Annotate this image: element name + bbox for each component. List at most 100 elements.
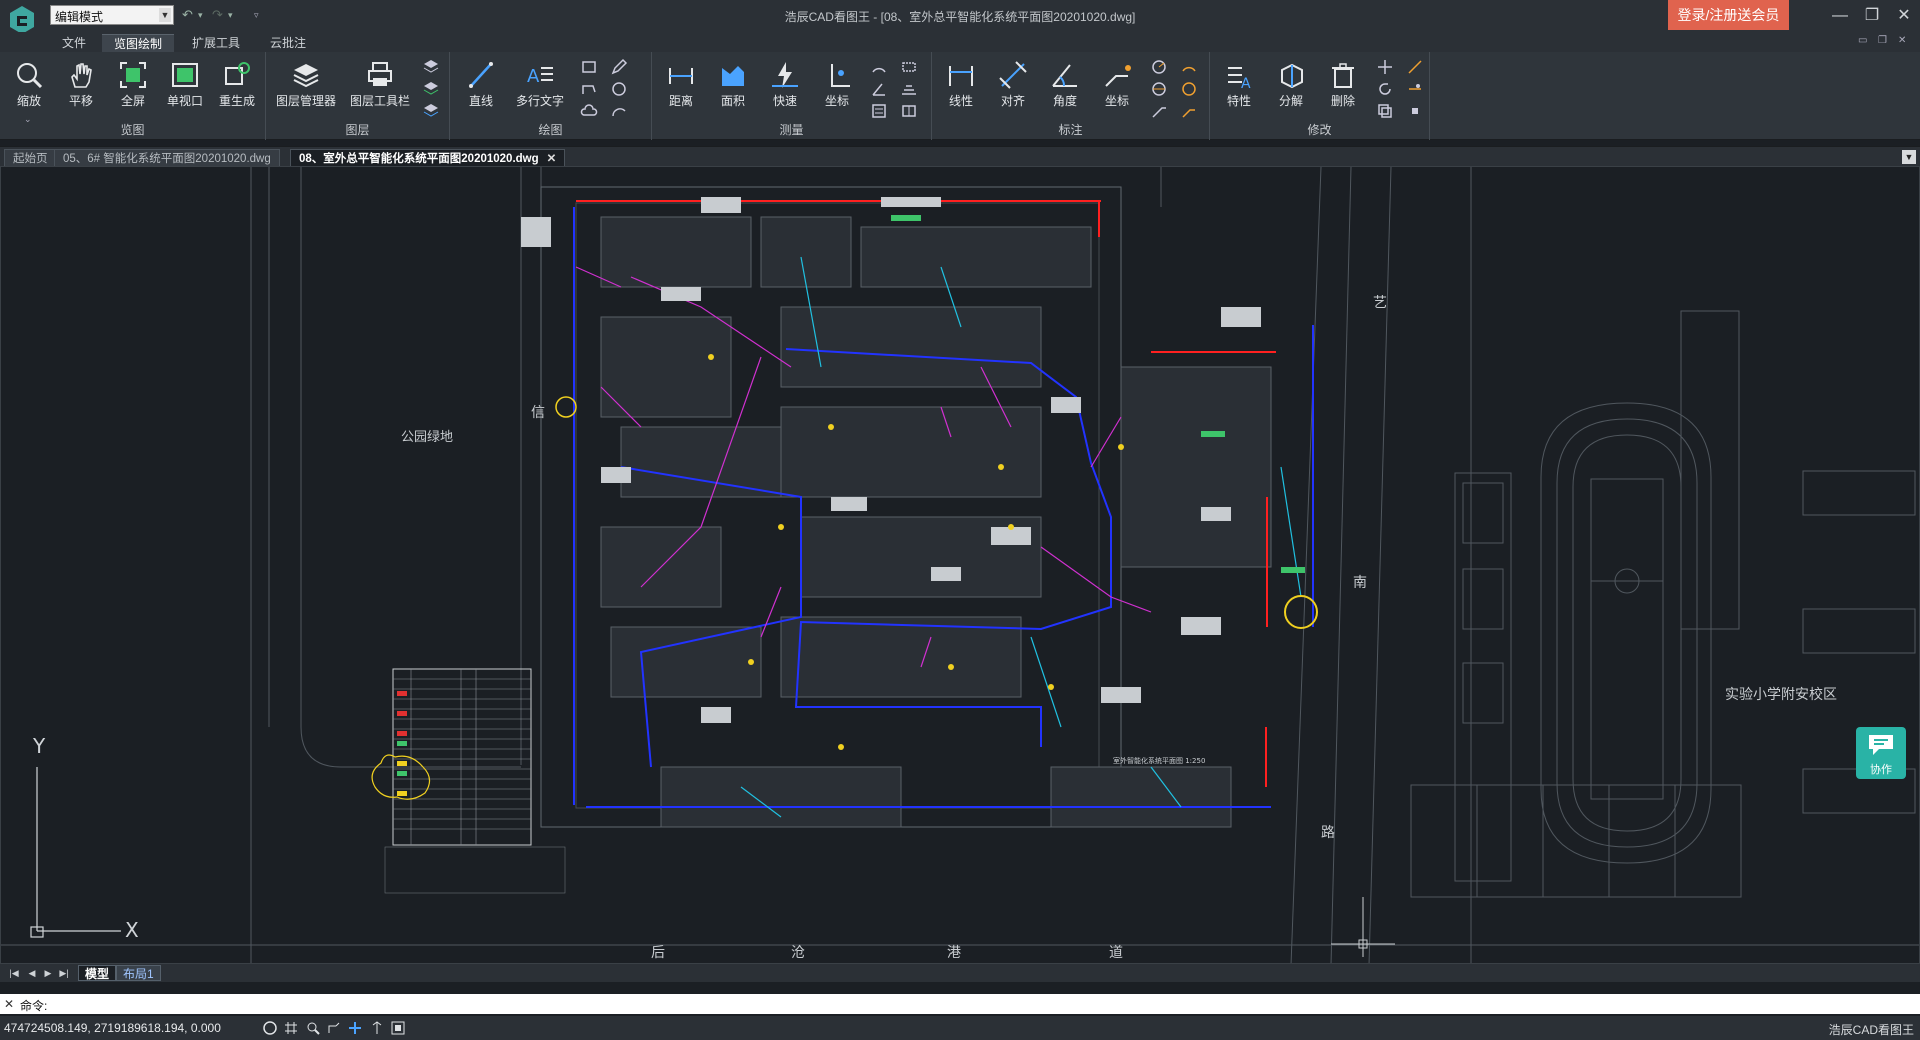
close-icon[interactable]: ✕ — [1897, 7, 1911, 24]
line-button[interactable]: 直线 — [458, 58, 504, 114]
measure-distance-button[interactable]: 距离 — [658, 58, 704, 114]
dim-radius-icon[interactable] — [1150, 58, 1168, 76]
minimize-icon[interactable]: — — [1832, 7, 1848, 24]
login-register-button[interactable]: 登录/注册送会员 — [1668, 0, 1789, 30]
undo-icon[interactable]: ↶ — [182, 7, 193, 22]
coordinate-icon — [831, 64, 850, 87]
road-char-xin: 信 — [531, 405, 545, 421]
svg-text:A: A — [1241, 76, 1251, 90]
trim-icon[interactable] — [1406, 80, 1424, 98]
undo-dropdown-icon[interactable]: ▾ — [198, 10, 203, 20]
measure-coordinate-button[interactable]: 坐标 — [814, 58, 860, 114]
zoom-dropdown-icon[interactable]: ⌄ — [24, 114, 32, 124]
layer-state-icon[interactable] — [422, 58, 440, 76]
dim-aligned-button[interactable]: 对齐 — [990, 58, 1036, 114]
measure-batch-icon[interactable] — [900, 80, 918, 98]
measure-perimeter-icon[interactable] — [900, 58, 918, 76]
prev-layout-icon[interactable]: ◀ — [28, 968, 36, 978]
single-viewport-button[interactable]: 单视口 — [162, 58, 208, 114]
fullscreen-button[interactable]: 全屏 — [110, 58, 156, 114]
dim-multileader-icon[interactable] — [1180, 102, 1198, 120]
quick-access-customize-icon[interactable]: ▿ — [254, 10, 259, 20]
layer-off-icon[interactable] — [422, 102, 440, 120]
redo-dropdown-icon[interactable]: ▾ — [228, 10, 233, 20]
next-layout-icon[interactable]: ▶ — [44, 968, 52, 978]
first-layout-icon[interactable]: |◀ — [9, 968, 19, 978]
ribbon-restore-icon[interactable]: ❐ — [1878, 35, 1887, 46]
chevron-down-icon[interactable]: ▼ — [159, 8, 171, 22]
tab-drawing-05[interactable]: 05、6# 智能化系统平面图20201020.dwg — [54, 149, 280, 167]
pencil-icon[interactable] — [610, 58, 628, 76]
measure-table-icon[interactable] — [900, 102, 918, 120]
menu-extend-tools[interactable]: 扩展工具 — [192, 36, 241, 50]
dim-diameter-icon[interactable] — [1150, 80, 1168, 98]
tab-drawing-08[interactable]: 08、室外总平智能化系统平面图20201020.dwg✕ — [290, 149, 566, 167]
tab-list-dropdown-icon[interactable]: ▼ — [1902, 150, 1916, 164]
dim-coordinate-button[interactable]: 坐标 — [1094, 58, 1140, 114]
zoom-button[interactable]: 缩放 — [6, 58, 52, 114]
last-layout-icon[interactable]: ▶| — [59, 968, 69, 978]
redo-icon[interactable]: ↷ — [212, 7, 223, 22]
menu-view-draw[interactable]: 览图绘制 — [102, 34, 175, 52]
measure-arc-icon[interactable] — [870, 58, 888, 76]
close-command-icon[interactable]: ✕ — [4, 997, 15, 1011]
osnap-icon[interactable] — [347, 1020, 363, 1036]
close-tab-icon[interactable]: ✕ — [546, 153, 557, 165]
layout-tab-model[interactable]: 模型 — [78, 965, 117, 981]
pan-button[interactable]: 平移 — [58, 58, 104, 114]
zoom-status-icon[interactable] — [305, 1020, 321, 1036]
dim-arc-icon[interactable] — [1180, 58, 1198, 76]
tab-start-page[interactable]: 起始页 — [4, 149, 57, 167]
restore-icon[interactable]: ❐ — [1864, 7, 1880, 24]
rectangle-icon[interactable] — [580, 58, 598, 76]
tab-05-label: 05、6# 智能化系统平面图20201020.dwg — [63, 153, 271, 165]
dim-linear-button[interactable]: 线性 — [938, 58, 984, 114]
polyline-icon[interactable] — [580, 80, 598, 98]
snap-icon[interactable] — [262, 1020, 278, 1036]
dim-angle-button[interactable]: 角度 — [1042, 58, 1088, 114]
collaborate-button[interactable]: 协作 — [1856, 727, 1906, 779]
menu-file[interactable]: 文件 — [62, 36, 87, 50]
point-icon[interactable] — [1406, 102, 1424, 120]
measure-list-icon[interactable] — [870, 102, 888, 120]
copy-icon[interactable] — [1376, 102, 1394, 120]
ribbon-close-icon[interactable]: ✕ — [1898, 35, 1907, 46]
layer-toolbar-button[interactable]: 图层工具栏 — [348, 58, 412, 114]
drawing-canvas[interactable]: Y X 公园绿地 实验小学附安校区 南 艺 路 信 后 沧 港 道 室外智能化系… — [0, 166, 1920, 964]
measure-quick-button[interactable]: 快速 — [762, 58, 808, 114]
ortho-icon[interactable] — [326, 1020, 342, 1036]
layout-tab-layout1[interactable]: 布局1 — [116, 965, 161, 981]
menu-bar: 文件 览图绘制 扩展工具 云批注 ▭ ❐ ✕ — [0, 32, 1920, 52]
layer-manager-button[interactable]: 图层管理器 — [274, 58, 338, 114]
polar-icon[interactable] — [369, 1020, 385, 1036]
measure-angle-icon[interactable] — [870, 80, 888, 98]
dim-leader-icon[interactable] — [1150, 102, 1168, 120]
fullscreen-label: 全屏 — [120, 94, 145, 108]
arc-icon[interactable] — [610, 102, 628, 120]
properties-button[interactable]: A 特性 — [1216, 58, 1262, 114]
legend-table — [371, 668, 566, 894]
measure-area-button[interactable]: 面积 — [710, 58, 756, 114]
mtext-button[interactable]: A 多行文字 — [510, 58, 570, 114]
move-icon[interactable] — [1376, 58, 1394, 76]
ribbon-minimize-icon[interactable]: ▭ — [1858, 35, 1868, 46]
circle-icon[interactable] — [610, 80, 628, 98]
grid-icon[interactable] — [283, 1020, 299, 1036]
explode-button[interactable]: 分解 — [1268, 58, 1314, 114]
dim-continue-icon[interactable] — [1180, 80, 1198, 98]
ribbon-group-dimension: 线性 对齐 角度 坐标 标注 — [932, 52, 1210, 140]
area-label: 面积 — [720, 94, 745, 108]
ribbon-group-modify: A 特性 分解 删除 修改 — [1210, 52, 1430, 140]
stretch-icon[interactable] — [1406, 58, 1424, 76]
menu-cloud-annotate[interactable]: 云批注 — [270, 36, 307, 50]
cad-drawing[interactable]: Y X 公园绿地 实验小学附安校区 南 艺 路 信 后 沧 港 道 室外智能化系… — [1, 167, 1920, 964]
delete-button[interactable]: 删除 — [1320, 58, 1366, 114]
command-line[interactable]: ✕ 命令: — [0, 994, 1920, 1014]
fullscreen-status-icon[interactable] — [390, 1020, 406, 1036]
rotate-icon[interactable] — [1376, 80, 1394, 98]
label-school: 实验小学附安校区 — [1725, 686, 1837, 703]
cloud-icon[interactable] — [580, 102, 598, 120]
mode-select[interactable]: 编辑模式 ▼ — [50, 5, 174, 25]
regen-button[interactable]: 重生成 — [214, 58, 260, 114]
layer-isolate-icon[interactable] — [422, 80, 440, 98]
